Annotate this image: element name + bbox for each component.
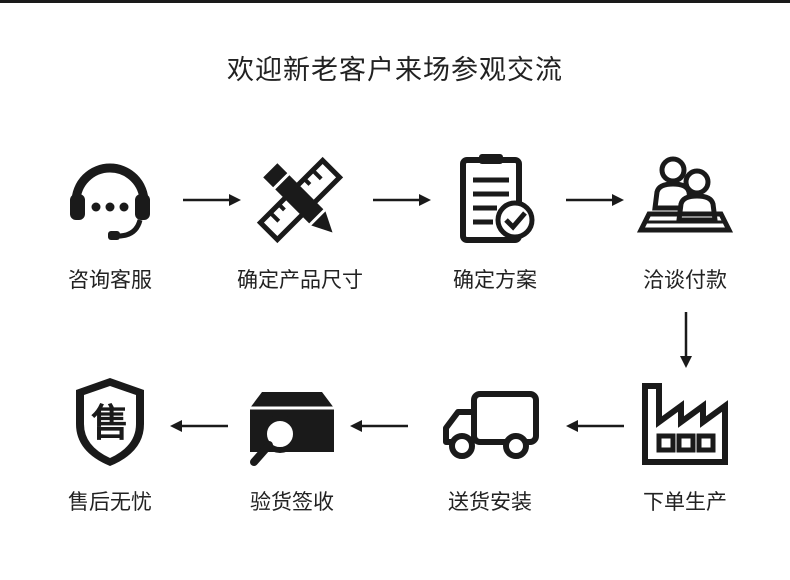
truck-icon — [440, 372, 540, 472]
step-plan: 确定方案 — [410, 150, 580, 294]
meeting-people-icon — [635, 150, 735, 250]
step-label: 下单生产 — [643, 490, 727, 514]
step-label: 洽谈付款 — [643, 268, 727, 292]
step-label: 验货签收 — [250, 490, 334, 514]
step-inspect: 验货签收 — [207, 372, 377, 516]
step-label: 确定方案 — [453, 268, 537, 292]
arrow-left — [170, 416, 228, 436]
arrow-down — [676, 312, 696, 368]
step-consult: 咨询客服 — [25, 150, 195, 294]
arrow-right — [566, 190, 624, 210]
arrow-left — [566, 416, 624, 436]
shield-badge-text: 售 — [91, 401, 129, 445]
step-label: 确定产品尺寸 — [237, 268, 363, 292]
factory-icon — [635, 372, 735, 472]
pencil-ruler-icon — [250, 150, 350, 250]
clipboard-check-icon — [445, 150, 545, 250]
shield-icon: 售 — [60, 372, 160, 472]
step-label: 送货安装 — [448, 490, 532, 514]
page-title: 欢迎新老客户来场参观交流 — [227, 55, 563, 86]
arrow-right — [373, 190, 431, 210]
top-border — [0, 0, 790, 3]
arrow-right — [183, 190, 241, 210]
step-negotiate: 洽谈付款 — [600, 150, 770, 294]
step-aftersales: 售 售后无忧 — [25, 372, 195, 516]
step-deliver: 送货安装 — [405, 372, 575, 516]
step-label: 咨询客服 — [68, 268, 152, 292]
box-inspect-icon — [242, 372, 342, 472]
step-produce: 下单生产 — [600, 372, 770, 516]
step-label: 售后无忧 — [68, 490, 152, 514]
arrow-left — [350, 416, 408, 436]
headset-icon — [60, 150, 160, 250]
step-measure: 确定产品尺寸 — [215, 150, 385, 294]
